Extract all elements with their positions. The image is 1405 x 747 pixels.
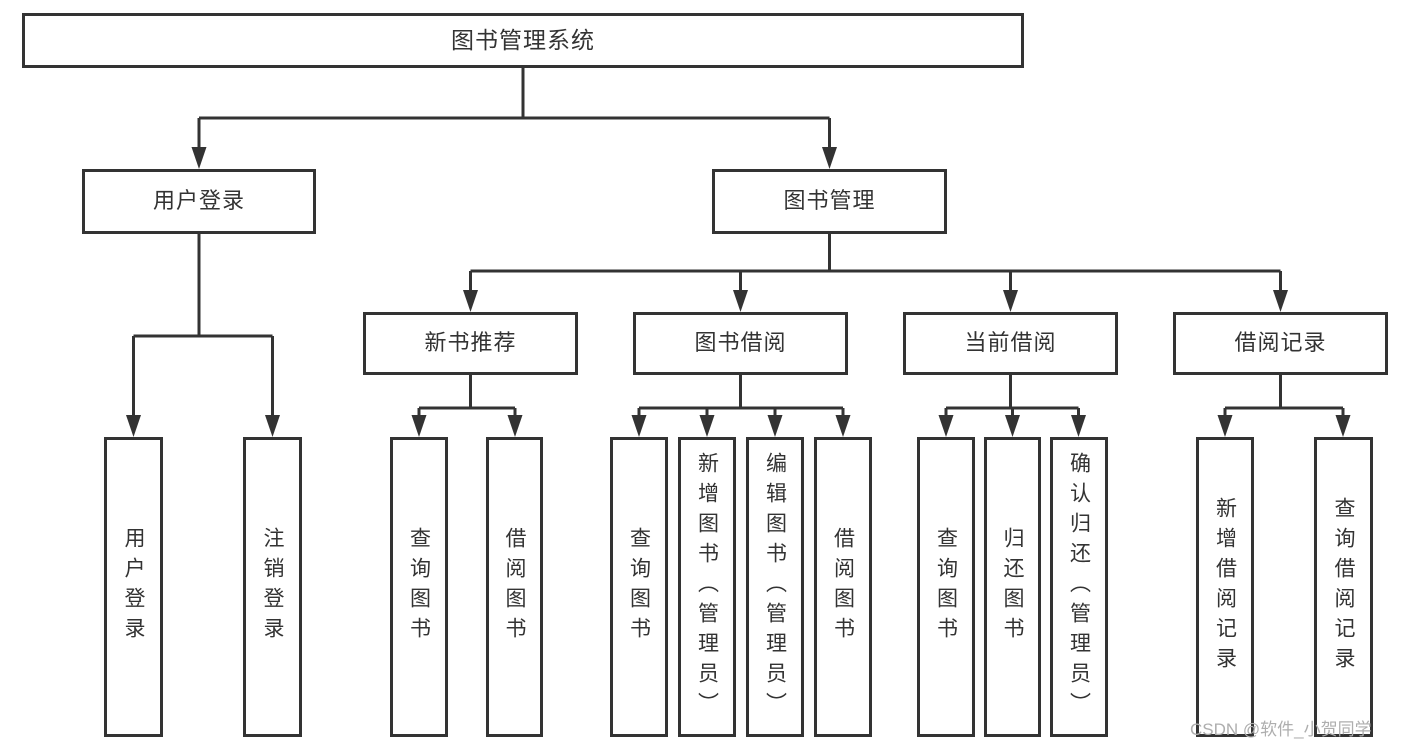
leaf-query-borrow-record: 查询借阅记录 (1314, 437, 1373, 737)
connector-current-children (944, 375, 1080, 416)
node-current-borrowing: 当前借阅 (903, 312, 1118, 375)
node-root-system: 图书管理系统 (22, 13, 1024, 68)
leaf-borrow-books-recommend: 借阅图书 (486, 437, 543, 737)
arrowheads-user-login-children (126, 415, 280, 437)
arrowheads-current-children (938, 415, 1086, 437)
connector-records-children (1223, 375, 1345, 416)
arrowheads-level3 (463, 290, 1288, 312)
leaf-query-books-current: 查询图书 (917, 437, 975, 737)
leaf-query-books-borrow: 查询图书 (610, 437, 668, 737)
arrowheads-records-children (1217, 415, 1351, 437)
node-book-borrowing: 图书借阅 (633, 312, 848, 375)
connector-borrow-children (637, 375, 845, 416)
leaf-add-book-admin: 新增图书（管理员） (678, 437, 736, 737)
leaf-edit-book-admin: 编辑图书（管理员） (746, 437, 804, 737)
leaf-return-book: 归还图书 (984, 437, 1041, 737)
node-book-management: 图书管理 (712, 169, 947, 234)
connector-book-mgmt-to-level3 (469, 234, 1282, 291)
leaf-user-login: 用户登录 (104, 437, 163, 737)
arrowheads-newbook-children (411, 415, 523, 437)
arrowheads-level2 (191, 147, 837, 169)
connector-newbook-children (417, 375, 517, 416)
leaf-confirm-return-admin: 确认归还（管理员） (1050, 437, 1108, 737)
leaf-add-borrow-record: 新增借阅记录 (1196, 437, 1254, 737)
node-new-book-recommend: 新书推荐 (363, 312, 578, 375)
leaf-logout: 注销登录 (243, 437, 302, 737)
connector-root-to-level2 (197, 68, 831, 148)
leaf-query-books-recommend: 查询图书 (390, 437, 448, 737)
arrowheads-borrow-children (631, 415, 851, 437)
node-borrowing-records: 借阅记录 (1173, 312, 1388, 375)
node-user-login: 用户登录 (82, 169, 316, 234)
leaf-borrow-books: 借阅图书 (814, 437, 872, 737)
connector-user-login-children (132, 234, 274, 416)
csdn-watermark: CSDN @软件_小贺同学 (1190, 720, 1372, 739)
